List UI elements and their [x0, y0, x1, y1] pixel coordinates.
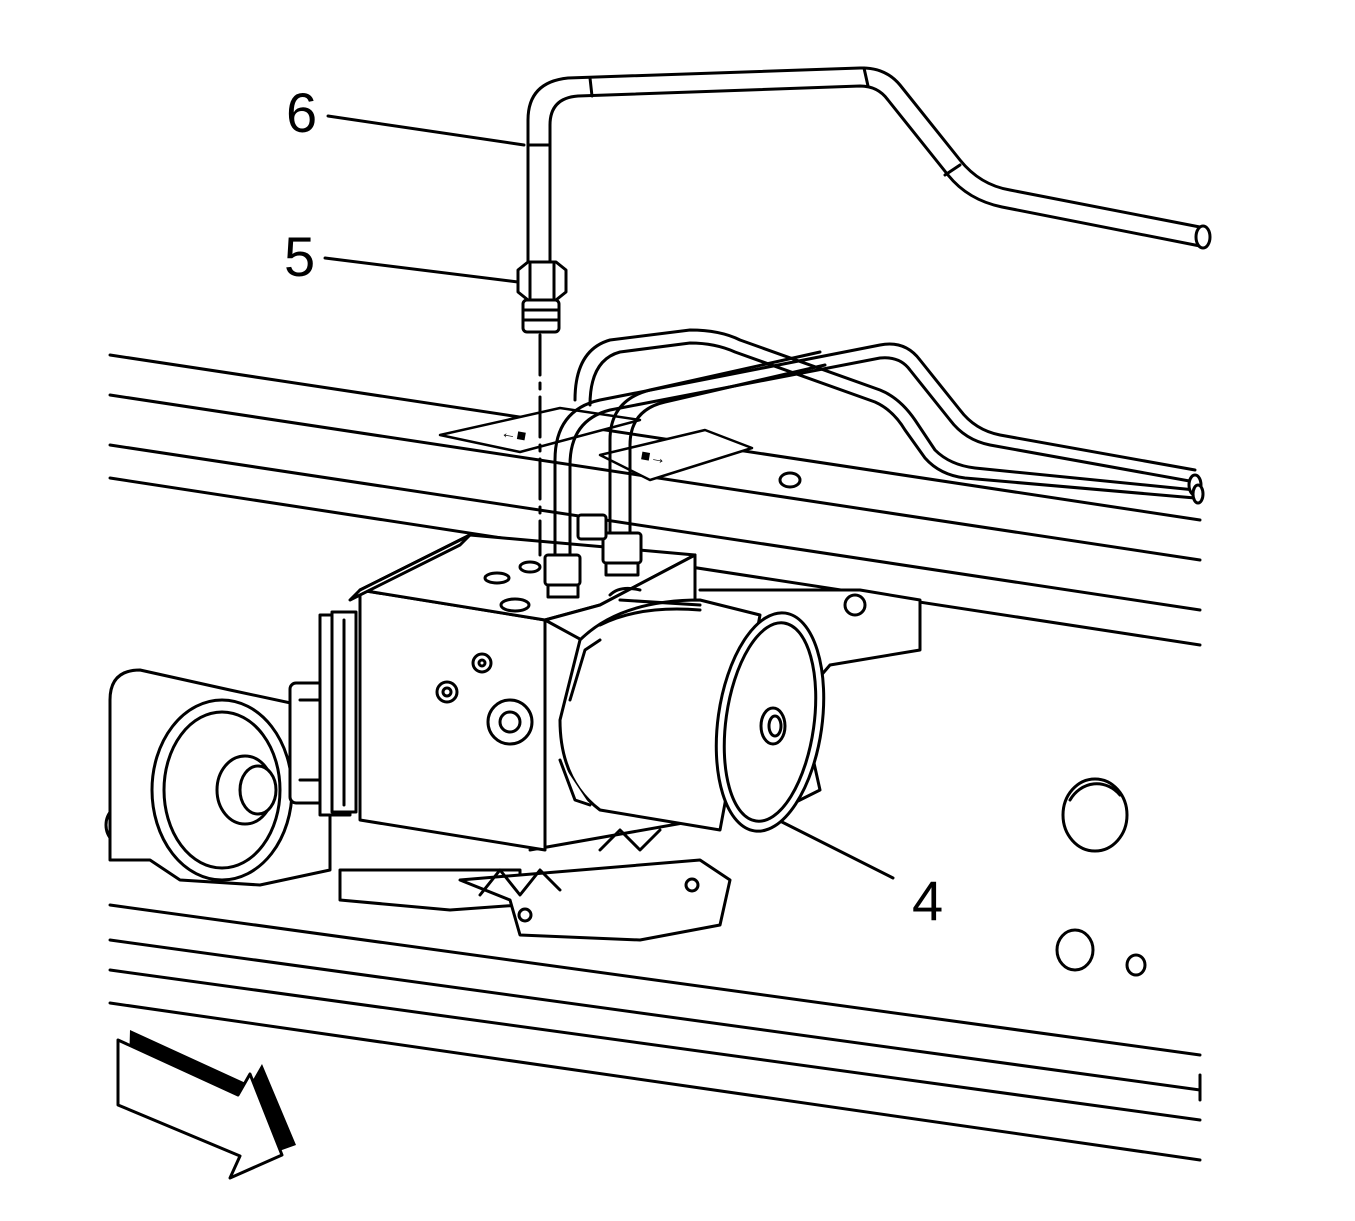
callout-5: 5: [284, 225, 315, 288]
leader-lines: [323, 114, 895, 880]
frame-rail: [108, 353, 1202, 1162]
callout-6: 6: [286, 81, 317, 144]
brake-pipe-callout-6: [526, 66, 1212, 267]
svg-text:■→: ■→: [639, 447, 667, 468]
callout-4: 4: [912, 869, 943, 932]
left-bracket-assembly: [108, 613, 352, 887]
pump-motor: [558, 586, 826, 833]
tube-nut-callout-5: [516, 260, 568, 557]
svg-text:←■: ←■: [499, 424, 527, 445]
installed-brake-pipes: [543, 328, 1205, 599]
forward-direction-arrow-icon: [116, 1030, 296, 1180]
